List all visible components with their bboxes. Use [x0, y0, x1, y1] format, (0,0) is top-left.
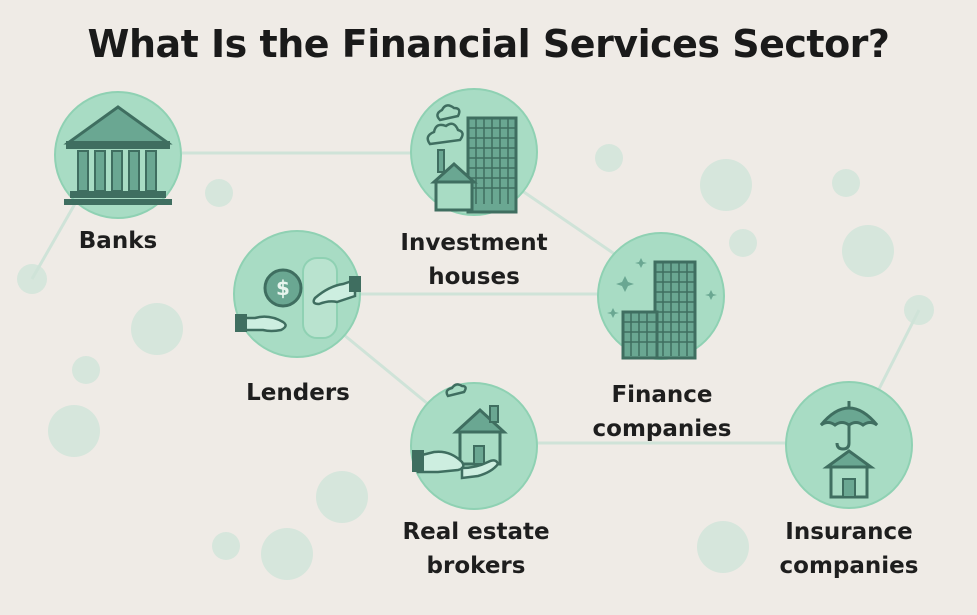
connector-line [876, 309, 921, 392]
decorative-dot [261, 528, 313, 580]
connector-line [30, 194, 82, 280]
decorative-dot [72, 356, 100, 384]
umbrella-over-house-icon [819, 401, 879, 499]
connector-lines [30, 151, 921, 445]
decorative-dot [131, 303, 183, 355]
decorative-dots [17, 144, 934, 580]
decorative-dot [700, 159, 752, 211]
decorative-dot [48, 405, 100, 457]
decorative-dot [842, 225, 894, 277]
node-lenders: $ [233, 230, 361, 358]
label-investment-houses: Investment houses [400, 230, 548, 290]
decorative-dot [316, 471, 368, 523]
label-real-estate-brokers: Real estate brokers [402, 519, 550, 579]
decorative-dot [832, 169, 860, 197]
skyscraper-and-house-icon [426, 104, 518, 214]
hands-exchanging-coin-icon: $ [235, 257, 361, 339]
page-title: What Is the Financial Services Sector? [87, 22, 890, 66]
decorative-dot [697, 521, 749, 573]
node-finance [597, 232, 725, 360]
hand-holding-house-icon [412, 383, 508, 480]
connector-line [337, 328, 429, 406]
decorative-dot [595, 144, 623, 172]
node-banks [54, 91, 182, 219]
decorative-dot [729, 229, 757, 257]
svg-text:$: $ [276, 276, 290, 300]
label-insurance-companies: Insurance companies [779, 519, 919, 579]
decorative-dot [212, 532, 240, 560]
label-finance-companies: Finance companies [592, 382, 732, 442]
connector-line [517, 186, 617, 257]
decorative-dot [205, 179, 233, 207]
label-banks: Banks [78, 228, 158, 254]
bank-building-icon [63, 105, 173, 205]
node-realestate [410, 382, 538, 510]
node-investment [410, 88, 538, 216]
label-lenders: Lenders [246, 380, 350, 406]
node-insurance [785, 381, 913, 509]
office-towers-icon [607, 258, 717, 360]
